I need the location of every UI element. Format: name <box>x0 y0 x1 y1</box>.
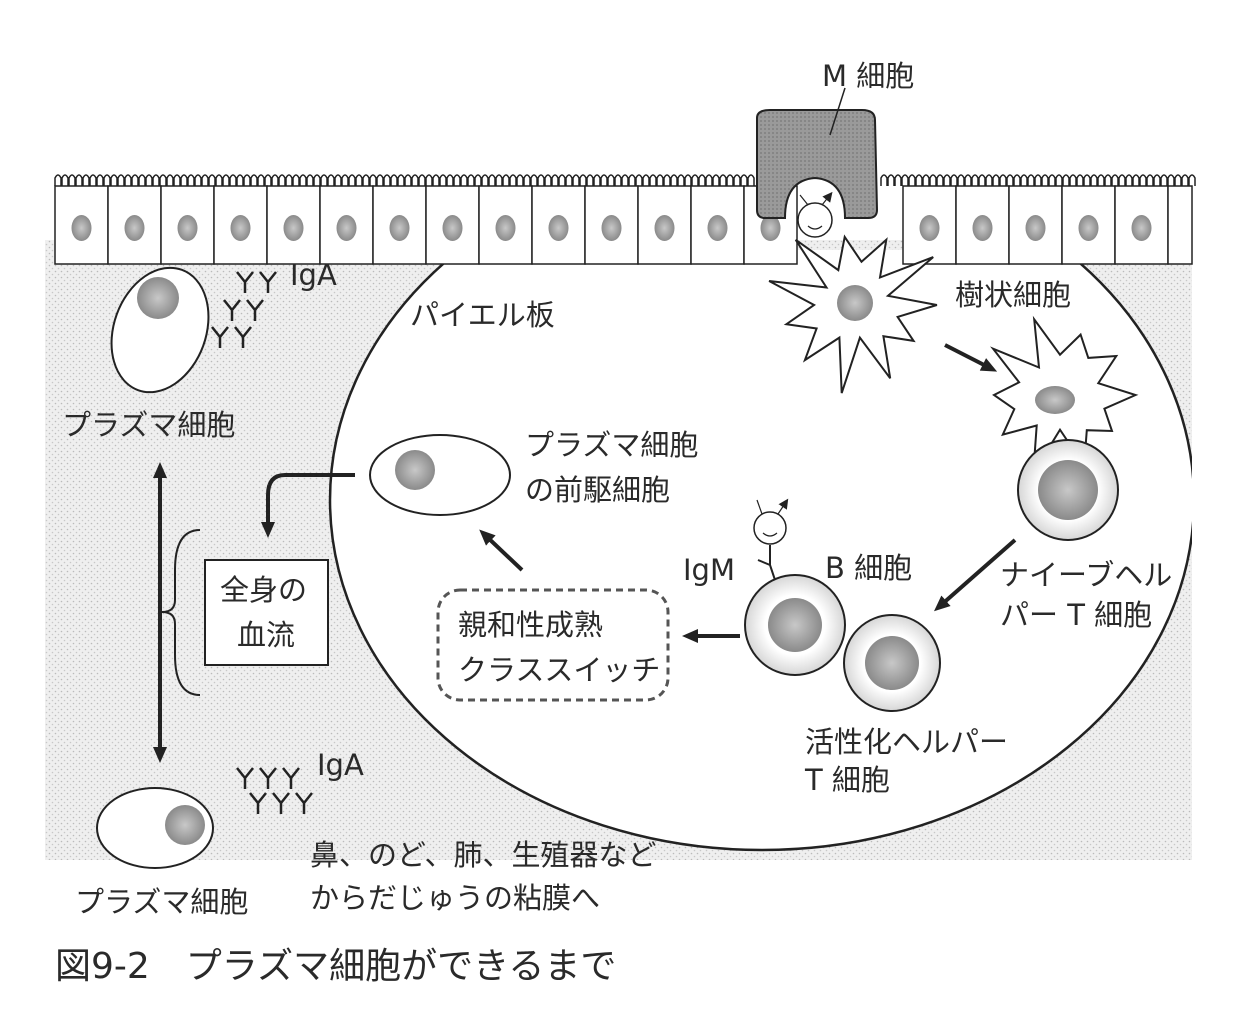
arrow <box>944 343 998 372</box>
antigen-icon <box>753 511 787 545</box>
precursor-label-2: の前駆細胞 <box>525 473 670 507</box>
plasma-cell-bottom <box>96 787 214 869</box>
epithelial-nucleus <box>972 215 993 241</box>
iga-label-bottom: IgA <box>317 748 364 782</box>
epithelial-nucleus <box>230 215 251 241</box>
epithelial-nucleus <box>442 215 463 241</box>
igm-receptor-icon <box>757 545 776 581</box>
epithelial-nucleus <box>283 215 304 241</box>
antibody-icon <box>236 271 254 293</box>
epithelial-nucleus <box>919 215 940 241</box>
maturation-box <box>436 588 670 702</box>
epithelial-nucleus <box>707 215 728 241</box>
epithelium <box>54 185 1193 265</box>
igm-label: IgM <box>683 553 735 587</box>
antibody-icon <box>259 271 277 293</box>
peyers-patch-label: パイエル板 <box>410 298 555 332</box>
antibody-icon <box>236 767 254 789</box>
naive-t-label-2: パー T 細胞 <box>1000 598 1152 632</box>
arrow <box>933 538 1017 612</box>
epithelial-nucleus <box>654 215 675 241</box>
antibody-icon <box>211 326 229 348</box>
antibody-icon <box>282 767 300 789</box>
activated-t-label-2: T 細胞 <box>804 763 890 797</box>
epithelial-nucleus <box>389 215 410 241</box>
antibody-icon <box>234 326 252 348</box>
epithelial-nucleus <box>124 215 145 241</box>
antibody-icon <box>249 792 267 814</box>
m-cell <box>756 87 879 238</box>
activated-t-label-1: 活性化ヘルパー <box>805 725 1008 759</box>
brace <box>161 529 201 696</box>
dendritic-cell-label: 樹状細胞 <box>955 278 1071 312</box>
epithelial-nucleus <box>1025 215 1046 241</box>
plasma-cell-label-bottom: プラズマ細胞 <box>75 885 248 919</box>
plasma-cell-precursor <box>369 434 511 516</box>
b-cell-label: B 細胞 <box>825 551 912 585</box>
epithelial-nucleus <box>495 215 516 241</box>
epithelial-nucleus <box>177 215 198 241</box>
epithelial-cell <box>1167 185 1193 265</box>
epithelial-nucleus <box>548 215 569 241</box>
iga-antibodies-bottom <box>236 767 313 814</box>
naive-t-label-1: ナイーブヘル <box>1000 558 1172 592</box>
iga-antibodies-top <box>211 271 277 348</box>
plasma-cell-top <box>110 266 210 394</box>
figure-caption: 図9-2 プラズマ細胞ができるまで <box>55 946 616 987</box>
bloodstream-box <box>204 559 329 666</box>
mucosa-label-2: からだじゅうの粘膜へ <box>310 881 600 915</box>
precursor-label-1: プラズマ細胞 <box>525 428 698 462</box>
antibody-icon <box>223 299 241 321</box>
maturation-label-2: クラススイッチ <box>458 653 660 687</box>
iga-label-top: IgA <box>290 258 337 292</box>
epithelial-nucleus <box>336 215 357 241</box>
epithelial-nucleus <box>601 215 622 241</box>
antigen-icon <box>797 202 833 238</box>
arrow <box>479 529 524 572</box>
epithelial-nucleus <box>1131 215 1152 241</box>
plasma-cell-label-top: プラズマ細胞 <box>62 408 235 442</box>
b-cell <box>744 500 846 676</box>
m-cell-label: M 細胞 <box>822 59 914 93</box>
activated-t-cell <box>843 614 941 712</box>
maturation-label-1: 親和性成熟 <box>458 608 603 642</box>
dendritic-cell-nucleus <box>837 285 873 321</box>
epithelial-nucleus <box>760 215 781 241</box>
antibody-icon <box>295 792 313 814</box>
bloodstream-label-2: 血流 <box>237 618 295 652</box>
arrow <box>261 473 355 538</box>
epithelial-nucleus <box>71 215 92 241</box>
dendritic-cell-nucleus <box>1035 386 1075 414</box>
antibody-icon <box>259 767 277 789</box>
naive-t-cell <box>1017 439 1119 541</box>
epithelial-nucleus <box>1078 215 1099 241</box>
antibody-icon <box>272 792 290 814</box>
antibody-icon <box>246 299 264 321</box>
bloodstream-label-1: 全身の <box>220 573 307 607</box>
mucosa-label-1: 鼻、のど、肺、生殖器など <box>310 838 657 872</box>
microvilli <box>54 174 1196 186</box>
